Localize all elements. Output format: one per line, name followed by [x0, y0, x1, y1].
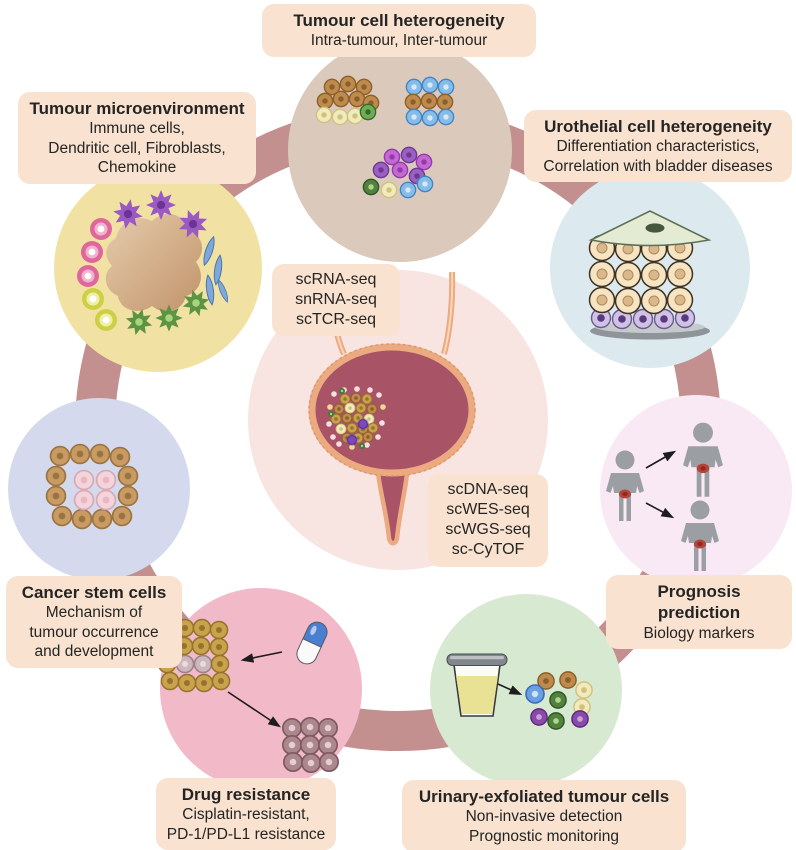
label-line: Cisplatin-resistant,	[182, 806, 310, 824]
immune-cell-icon	[90, 218, 112, 240]
label-line: scRNA-seq	[295, 271, 377, 288]
tumour-mass	[105, 213, 203, 312]
macrophage-icon	[155, 304, 183, 332]
label-line: Biology markers	[643, 624, 755, 642]
label-line: scWGS-seq	[445, 521, 531, 539]
label-title: Urothelial cell heterogeneity	[544, 117, 772, 136]
label-urinary-exfoliated: Urinary-exfoliated tumour cells Non-inva…	[402, 780, 686, 850]
immune-cell-icon	[82, 288, 104, 310]
label-seq-methods-rna: scRNA-seq snRNA-seq scTCR-seq	[272, 264, 400, 337]
label-line: Intra-tumour, Inter-tumour	[310, 32, 488, 50]
prognosis-circle	[600, 395, 792, 587]
label-line: tumour occurrence	[29, 623, 159, 641]
label-title: Urinary-exfoliated tumour cells	[418, 787, 670, 806]
label-tumour-cell-heterogeneity: Tumour cell heterogeneity Intra-tumour, …	[262, 4, 536, 57]
drug-resistance-icon	[157, 619, 339, 773]
urine-cup-icon	[446, 653, 508, 717]
arrow-icon	[645, 450, 677, 469]
urinary-circle	[430, 594, 622, 786]
cluster-a	[316, 76, 379, 125]
immune-cell-icon	[77, 265, 99, 287]
label-drug-resistance: Drug resistance Cisplatin-resistant, PD-…	[156, 778, 336, 850]
label-line: Immune cells,	[89, 120, 185, 138]
immune-cell-icon	[81, 241, 103, 263]
label-line: Chemokine	[97, 159, 177, 177]
label-prognosis-prediction: Prognosis prediction Biology markers	[606, 575, 792, 650]
urothelium-layers-icon	[588, 210, 712, 340]
label-title: Drug resistance	[181, 785, 311, 804]
label-seq-methods-dna: scDNA-seq scWES-seq scWGS-seq sc-CyTOF	[428, 474, 548, 567]
patient-outcomes-icon	[606, 422, 723, 571]
label-line: Prognostic monitoring	[469, 827, 619, 845]
label-line: and development	[34, 643, 154, 661]
label-line: PD-1/PD-L1 resistance	[166, 825, 326, 843]
arrow-icon	[227, 691, 281, 728]
label-line: Differentiation characteristics,	[556, 138, 760, 156]
label-line: scWES-seq	[446, 501, 530, 519]
label-line: sc-CyTOF	[451, 541, 525, 559]
label-line: Correlation with bladder diseases	[543, 157, 773, 175]
label-cancer-stem-cells: Cancer stem cells Mechanism of tumour oc…	[6, 576, 182, 668]
tumour-heterogeneity-circle	[288, 38, 512, 262]
label-title: Tumour cell heterogeneity	[293, 11, 505, 30]
label-line: snRNA-seq	[295, 291, 377, 309]
label-title: Tumour microenvironment	[29, 99, 245, 118]
label-line: scDNA-seq	[447, 481, 529, 498]
label-line: Mechanism of	[45, 604, 143, 622]
cluster-b	[405, 77, 454, 126]
label-title: Prognosis prediction	[657, 582, 741, 623]
label-line: Dendritic cell, Fibroblasts,	[48, 139, 226, 157]
label-urothelial-heterogeneity: Urothelial cell heterogeneity Differenti…	[524, 110, 792, 183]
bladder-tumour-cluster	[326, 386, 386, 450]
immune-cell-icon	[95, 309, 117, 331]
stem-cell-circle	[8, 398, 190, 580]
arrow-icon	[240, 651, 283, 663]
label-title: Cancer stem cells	[21, 583, 167, 602]
arrow-icon	[645, 502, 675, 519]
label-tumour-microenvironment: Tumour microenvironment Immune cells, De…	[18, 92, 256, 184]
dendritic-cell-icon	[146, 190, 176, 220]
label-line: scTCR-seq	[295, 311, 376, 329]
microenvironment-icon	[77, 190, 231, 339]
resistant-cluster-icon	[282, 717, 339, 773]
arrow-icon	[497, 683, 523, 695]
label-line: Non-invasive detection	[465, 808, 623, 826]
capsule-pill-icon	[296, 621, 328, 665]
